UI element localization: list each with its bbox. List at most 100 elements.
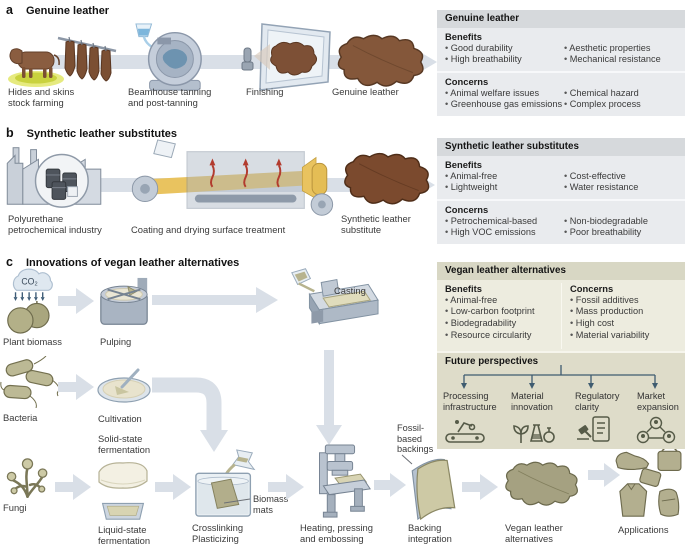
coating-machine-icon [131, 139, 334, 216]
flow-arrow-icon [58, 374, 94, 400]
cultivation-dish-icon [97, 368, 151, 403]
future-item-label: Material innovation [511, 391, 553, 412]
flow-arrow-icon [55, 474, 91, 500]
concern-item: Complex process [564, 99, 677, 111]
step-label: Coating and drying surface treatment [131, 224, 286, 235]
concern-item: Greenhouse gas emissions [445, 99, 564, 111]
step-label: Genuine leather [332, 86, 399, 97]
benefit-item: Biodegradability [445, 318, 553, 330]
fungi-icon [6, 458, 48, 498]
step-label: Cultivation [98, 413, 142, 424]
benefits-section: Benefits Good durability High breathabil… [437, 28, 685, 71]
panel-a-title: Genuine leather [25, 5, 110, 17]
pulping-vat-icon [100, 277, 148, 325]
info-box-title: Vegan leather alternatives [437, 262, 685, 280]
step-label: Heating, pressing and embossing [300, 522, 373, 545]
concern-item: Poor breathability [564, 227, 677, 239]
vegan-leather-info-box: Vegan leather alternatives Benefits Anim… [437, 262, 685, 449]
benefit-item: Resource circularity [445, 330, 553, 342]
step-label: Beamhouse tanning and post-tanning [128, 86, 212, 109]
info-box-title: Synthetic leather substitutes [437, 138, 685, 156]
step-label: Pulping [100, 336, 132, 347]
plant-biomass-icon: CO₂ [7, 268, 53, 334]
benefits-section: Benefits Animal-free Lightweight Cost-ef… [437, 156, 685, 199]
benefit-item: Good durability [445, 43, 564, 55]
info-box-title: Genuine leather [437, 10, 685, 28]
benefits-heading: Benefits [445, 159, 482, 170]
flow-arrow-icon [588, 463, 620, 487]
backing-sheet-icon [411, 458, 456, 520]
concern-item: Fossil additives [570, 295, 677, 307]
processing-infrastructure-icon [445, 420, 485, 443]
panel-b-letter: b [6, 126, 14, 140]
panel-c-header: c Innovations of vegan leather alternati… [6, 255, 239, 269]
benefit-item: Animal-free [445, 295, 553, 307]
concern-item: High cost [570, 318, 677, 330]
panel-b-header: b Synthetic leather substitutes [6, 126, 177, 140]
solid-state-tray-icon [98, 462, 148, 489]
concern-item: Animal welfare issues [445, 88, 564, 100]
step-label: Solid-state fermentation [98, 433, 151, 456]
future-item-label: Regulatory clarity [575, 391, 620, 412]
fossil-backings-label: Fossil- based backings [397, 423, 434, 455]
step-label: Fungi [3, 502, 27, 513]
concern-item: High VOC emissions [445, 227, 564, 239]
biomass-mats-callout-line [224, 498, 251, 504]
hides-and-skins-icon [8, 36, 117, 87]
step-label: Polyurethane petrochemical industry [8, 213, 102, 236]
concern-item: Non-biodegradable [564, 216, 677, 228]
press-machine-icon [319, 444, 371, 518]
biomass-mats-label: Biomass mats [253, 494, 289, 515]
market-expansion-icon [636, 416, 676, 444]
step-label: Finishing [246, 86, 284, 97]
step-label: Liquid-state fermentation [98, 524, 151, 546]
future-item-label: Market expansion [637, 391, 679, 412]
crosslinking-beaker-icon [195, 449, 256, 517]
material-innovation-icon [513, 424, 555, 443]
panel-c-letter: c [6, 255, 13, 269]
genuine-leather-hide-icon [337, 34, 424, 87]
step-label: Synthetic leather substitute [341, 213, 411, 236]
benefit-item: Cost-effective [564, 171, 677, 183]
concern-item: Material variability [570, 330, 677, 342]
future-item-label: Processing infrastructure [443, 391, 497, 412]
benefit-item: Lightweight [445, 182, 564, 194]
flow-arrow-icon [268, 474, 304, 500]
panel-c-title: Innovations of vegan leather alternative… [25, 257, 240, 269]
regulatory-clarity-icon [577, 416, 610, 442]
benefit-item: Low-carbon footprint [445, 306, 553, 318]
step-label: Casting [334, 285, 366, 296]
tanning-drum-icon [135, 23, 202, 91]
concerns-section: Concerns Animal welfare issues Greenhous… [437, 71, 685, 116]
step-label: Applications [618, 524, 669, 535]
panel-a-letter: a [6, 3, 13, 17]
concern-item: Petrochemical-based [445, 216, 564, 228]
flow-arrow-elbow-icon [152, 377, 228, 452]
vegan-leather-hide-icon [505, 461, 578, 506]
concerns-section: Concerns Petrochemical-based High VOC em… [437, 199, 685, 244]
step-label: Crosslinking Plasticizing [192, 522, 244, 545]
concerns-heading: Concerns [445, 204, 489, 215]
flow-arrow-icon [374, 473, 406, 497]
benefits-heading: Benefits [445, 283, 482, 294]
step-label: Plant biomass [3, 336, 62, 347]
future-perspectives-heading: Future perspectives [445, 356, 539, 367]
synthetic-leather-info-box: Synthetic leather substitutes Benefits A… [437, 138, 685, 244]
genuine-leather-info-box: Genuine leather Benefits Good durability… [437, 10, 685, 116]
flow-arrow-icon [155, 474, 191, 500]
benefits-heading: Benefits [445, 31, 482, 42]
synthetic-leather-hide-icon [344, 152, 430, 205]
benefit-item: Animal-free [445, 171, 564, 183]
applications-icon [615, 445, 682, 517]
step-label: Vegan leather alternatives [505, 522, 563, 545]
finishing-frame-icon [241, 23, 331, 91]
flow-arrow-icon [58, 288, 94, 314]
concern-item: Mass production [570, 306, 677, 318]
future-perspectives-section: Future perspectives Processing infrastru… [437, 351, 685, 449]
factory-icon [6, 147, 102, 208]
benefit-item: High breathability [445, 54, 564, 66]
panel-a-header: a Genuine leather [6, 3, 109, 17]
panel-b-title: Synthetic leather substitutes [26, 128, 178, 140]
benefits-concerns-section: Benefits Animal-free Low-carbon footprin… [437, 280, 685, 351]
